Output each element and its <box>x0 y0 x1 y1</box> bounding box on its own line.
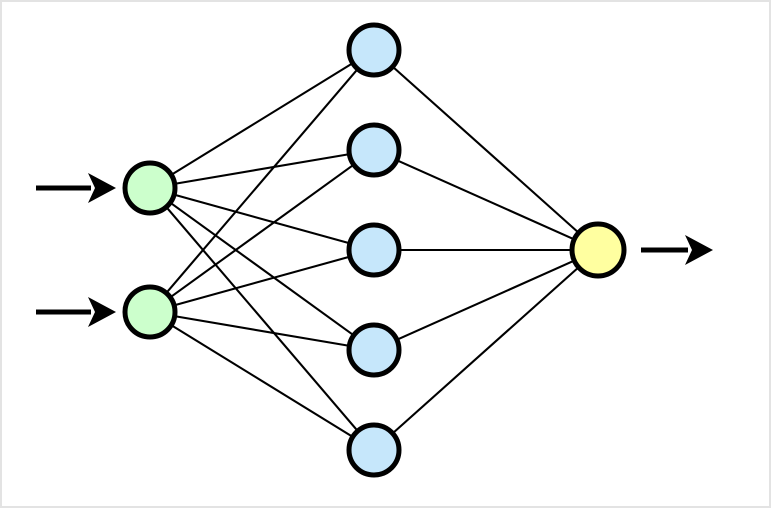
arrow-layer <box>36 173 713 327</box>
output-node-1[interactable] <box>569 221 627 279</box>
edge-layer <box>164 61 581 439</box>
hidden-node-2[interactable] <box>346 122 402 178</box>
connection-edge <box>391 265 581 435</box>
node-i2[interactable] <box>122 284 178 340</box>
output-arrow <box>641 235 713 265</box>
connection-edge <box>391 65 581 235</box>
connection-edge <box>164 205 360 433</box>
connection-edge <box>172 193 352 245</box>
node-o1[interactable] <box>569 221 627 279</box>
connection-edge <box>168 163 356 299</box>
input-arrow-bottom <box>36 297 116 327</box>
hidden-node-1[interactable] <box>346 22 402 78</box>
connection-edge <box>395 259 576 342</box>
input-arrow-top <box>36 173 116 203</box>
output-arrow-head <box>685 235 713 265</box>
input-arrow-top-head <box>88 173 116 203</box>
connection-edge <box>172 255 352 307</box>
node-i1[interactable] <box>122 160 178 216</box>
node-h1[interactable] <box>346 22 402 78</box>
connection-edge <box>168 201 356 337</box>
node-h2[interactable] <box>346 122 402 178</box>
hidden-node-3[interactable] <box>346 222 402 278</box>
node-h5[interactable] <box>346 422 402 478</box>
node-layer <box>122 22 627 478</box>
connection-edge <box>169 61 355 177</box>
connection-edge <box>395 158 576 241</box>
node-h4[interactable] <box>346 322 402 378</box>
input-node-1[interactable] <box>122 160 178 216</box>
connection-edge <box>164 67 360 295</box>
hidden-node-4[interactable] <box>346 322 402 378</box>
connection-edge <box>169 323 355 439</box>
input-node-2[interactable] <box>122 284 178 340</box>
node-h3[interactable] <box>346 222 402 278</box>
connection-edge <box>173 152 351 186</box>
input-arrow-bottom-head <box>88 297 116 327</box>
hidden-node-5[interactable] <box>346 422 402 478</box>
connection-edge <box>173 314 351 348</box>
